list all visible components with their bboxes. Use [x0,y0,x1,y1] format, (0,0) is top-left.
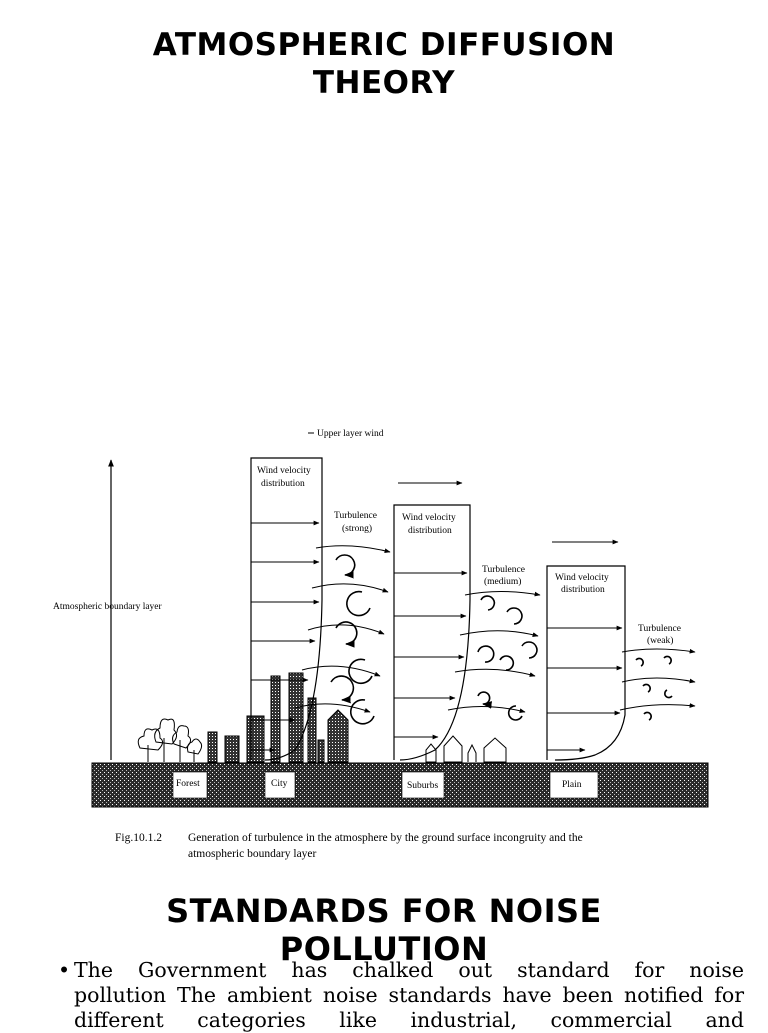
bullet-line: pollution The ambient noise standards ha… [74,983,744,1007]
wind-label-plain: distribution [561,585,605,595]
ground-label-forest: Forest [176,779,200,789]
boundary-layer-label: Atmospheric boundary layer [53,602,163,612]
section-title: STANDARDS FOR NOISE POLLUTION [0,892,768,968]
ground-label-box [264,771,296,799]
turbulence-label-strong: Turbulence [334,511,377,521]
bullet-item: • The Government has chalked out standar… [58,958,744,1033]
turbulence-figure: Upper layer wind Atmospheric boundary la… [40,420,730,865]
ground-label-city: City [271,779,288,789]
slide-title-line: ATMOSPHERIC DIFFUSION [152,27,616,63]
ground-label-box [549,771,599,799]
wind-label-city: distribution [261,479,305,489]
city-buildings [207,672,349,763]
wind-label-plain: Wind velocity [555,573,609,583]
bullet-marker: • [58,958,71,982]
turbulence-label-medium: Turbulence [482,565,525,575]
turbulence-label-weak: Turbulence [638,624,681,634]
forest-trees [137,718,203,762]
bullet-line: The Government has chalked out standard … [74,958,744,982]
wind-profile-plain [546,565,626,761]
wind-profile-suburbs [393,504,471,761]
wind-profile-city [250,457,323,761]
bullet-line: different categories like industrial, co… [74,1008,744,1032]
bullet-list: • The Government has chalked out standar… [58,958,744,1033]
ground-label-suburbs: Suburbs [407,781,438,791]
wind-label-suburbs: distribution [408,526,452,536]
figure-caption-line: atmospheric boundary layer [188,848,317,860]
wind-label-city: Wind velocity [257,466,311,476]
turbulence-label-medium: (medium) [484,576,521,587]
turbulence-label-weak: (weak) [647,635,673,646]
turbulence-diagram: Upper layer wind Atmospheric boundary la… [53,429,709,860]
slide-title-line: THEORY [312,65,456,101]
section-title-line: POLLUTION [279,930,489,968]
wind-arrows [251,480,623,753]
section-title-line: STANDARDS FOR NOISE [166,892,602,930]
wind-label-suburbs: Wind velocity [402,513,456,523]
figure-caption-line: Generation of turbulence in the atmosphe… [188,832,583,844]
slide-title: ATMOSPHERIC DIFFUSION THEORY [0,26,768,102]
suburb-houses [425,735,507,763]
turbulent-flow-arrows [294,545,696,714]
upper-layer-wind-label: Upper layer wind [317,429,384,439]
turbulence-eddies [330,554,673,725]
ground-label-plain: Plain [562,780,582,790]
ground-label-box [172,771,208,799]
figure-caption-number: Fig.10.1.2 [115,832,162,844]
turbulence-label-strong: (strong) [342,523,372,534]
ground-label-box [401,771,445,799]
